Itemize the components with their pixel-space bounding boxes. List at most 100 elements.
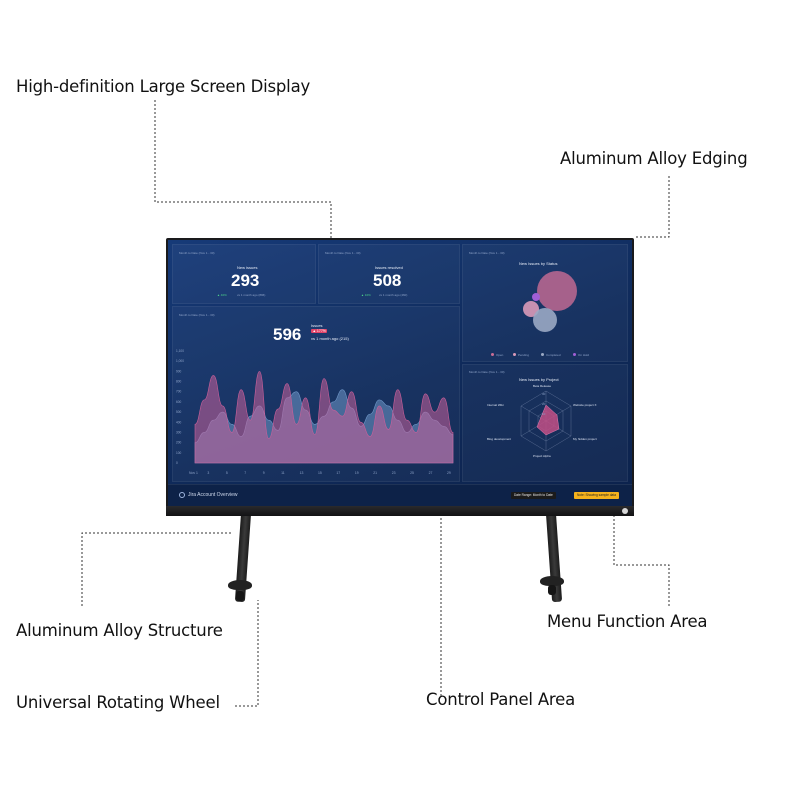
wheel-leader bbox=[235, 600, 259, 707]
issues-resolved-caption: Month to Date (Nov 1 - 30) bbox=[325, 251, 361, 255]
new-issues-delta: ▲ 40% bbox=[217, 293, 227, 297]
issues-delta: ▲ 177% bbox=[311, 329, 328, 333]
jira-logo-icon bbox=[179, 492, 185, 498]
status-bubbles bbox=[523, 271, 577, 332]
issues-chart-panel: Month to Date (Nov 1 - 30) 596 Issues ▲ … bbox=[172, 306, 460, 482]
legend-open-dot bbox=[491, 353, 494, 356]
project-radar bbox=[520, 390, 572, 452]
issues-area-chart: 1,100 1,000 900 800 700 600 500 400 300 200 100 0No… bbox=[176, 349, 454, 475]
new-issues-panel: Month to Date (Nov 1 - 30) New issues 29… bbox=[172, 244, 316, 304]
edging-leader bbox=[634, 176, 670, 238]
control-panel-bezel bbox=[166, 506, 634, 516]
x-tick-label: 21 bbox=[373, 471, 377, 475]
status-caption: Month to Date (Nov 1 - 30) bbox=[469, 251, 505, 255]
y-tick-label: 400 bbox=[176, 420, 182, 424]
radar-axis-alpha: Project Alpha bbox=[533, 454, 551, 458]
x-tick-label: 3 bbox=[207, 471, 209, 475]
y-tick-label: 1,000 bbox=[176, 359, 184, 363]
bubble-completed bbox=[533, 308, 557, 332]
new-issues-title: New issues bbox=[237, 265, 258, 270]
y-tick-label: 600 bbox=[176, 400, 182, 404]
screen: Month to Date (Nov 1 - 30) New issues 29… bbox=[168, 240, 632, 506]
issues-value: 596 bbox=[273, 325, 302, 344]
bubble-open bbox=[537, 271, 577, 311]
left-foot bbox=[228, 580, 252, 590]
new-issues-value: 293 bbox=[231, 271, 260, 290]
radar-series bbox=[536, 404, 560, 436]
bubble-on-hold bbox=[532, 293, 540, 301]
legend-completed-dot bbox=[541, 353, 544, 356]
control-callout: Control Panel Area bbox=[426, 690, 576, 709]
y-tick-label: 0 bbox=[176, 461, 178, 465]
wheel-callout: Universal Rotating Wheel bbox=[16, 693, 220, 712]
left-wheel-icon bbox=[236, 591, 244, 601]
x-tick-label: 9 bbox=[263, 471, 265, 475]
sample-data-badge: Note: Showing sample data bbox=[574, 492, 619, 499]
legend-on-hold-dot bbox=[573, 353, 576, 356]
y-tick-label: 100 bbox=[176, 451, 182, 455]
radar-axis-website: Website project X bbox=[573, 403, 597, 407]
tv-frame: Month to Date (Nov 1 - 30) New issues 29… bbox=[166, 238, 634, 516]
issues-resolved-value: 508 bbox=[373, 271, 402, 290]
y-tick-label: 1,100 bbox=[176, 349, 184, 353]
x-tick-label: Nov 1 bbox=[189, 471, 198, 475]
display-callout: High-definition Large Screen Display bbox=[16, 77, 311, 96]
radar-scale-30: 30 bbox=[542, 392, 546, 396]
issues-resolved-delta: ▲ 10% bbox=[361, 293, 371, 297]
menu-button[interactable] bbox=[622, 508, 628, 514]
project-title: New Issues by Project bbox=[519, 377, 559, 382]
radar-axis-hidden: My hidden project bbox=[573, 437, 597, 441]
legend-completed: Completed bbox=[546, 353, 561, 357]
legend-open: Open bbox=[496, 353, 504, 357]
issues-resolved-panel: Month to Date (Nov 1 - 30) Issues resolv… bbox=[318, 244, 460, 304]
area-series-0 bbox=[194, 371, 454, 464]
y-tick-label: 800 bbox=[176, 380, 182, 384]
date-range-button[interactable]: Date Range: Month to Date bbox=[511, 492, 556, 499]
new-issues-caption: Month to Date (Nov 1 - 30) bbox=[179, 251, 215, 255]
structure-leader bbox=[81, 532, 232, 606]
issues-compare: vs 1 month ago (215) bbox=[311, 336, 349, 341]
radar-axis-beta: Beta Release bbox=[533, 384, 552, 388]
right-wheel-icon bbox=[548, 585, 556, 595]
x-tick-label: 15 bbox=[318, 471, 322, 475]
status-panel: Month to Date (Nov 1 - 30) New Issues by… bbox=[462, 244, 628, 362]
y-tick-label: 900 bbox=[176, 369, 182, 373]
x-tick-label: 7 bbox=[244, 471, 246, 475]
issues-caption: Month to Date (Nov 1 - 30) bbox=[179, 313, 215, 317]
dashboard-footer: Jira Account Overview Date Range: Month … bbox=[168, 484, 632, 506]
bubble-pending bbox=[523, 301, 539, 317]
radar-axis-wiki: Internal Wiki bbox=[487, 403, 504, 407]
legend-pending-dot bbox=[513, 353, 516, 356]
x-tick-label: 27 bbox=[429, 471, 433, 475]
x-tick-label: 13 bbox=[300, 471, 304, 475]
legend-on-hold: On Hold bbox=[578, 353, 590, 357]
y-tick-label: 200 bbox=[176, 441, 182, 445]
structure-callout: Aluminum Alloy Structure bbox=[16, 621, 223, 640]
issues-resolved-title: Issues resolved bbox=[375, 265, 403, 270]
issues-resolved-compare: vs 1 month ago (460) bbox=[379, 293, 408, 297]
x-tick-label: 25 bbox=[410, 471, 414, 475]
display-leader bbox=[154, 100, 332, 240]
new-issues-compare: vs 1 month ago (896) bbox=[237, 293, 266, 297]
x-tick-label: 23 bbox=[392, 471, 396, 475]
x-tick-label: 29 bbox=[447, 471, 451, 475]
y-tick-label: 300 bbox=[176, 430, 182, 434]
legend-pending: Pending bbox=[518, 353, 530, 357]
y-tick-label: 500 bbox=[176, 410, 182, 414]
radar-axis-blog: Blog development bbox=[487, 437, 512, 441]
right-foot bbox=[540, 576, 564, 586]
x-tick-label: 19 bbox=[355, 471, 359, 475]
y-tick-label: 700 bbox=[176, 390, 182, 394]
x-tick-label: 5 bbox=[226, 471, 228, 475]
status-title: New Issues by Status bbox=[519, 261, 558, 266]
project-caption: Month to Date (Nov 1 - 30) bbox=[469, 370, 505, 374]
menu-callout: Menu Function Area bbox=[547, 612, 708, 631]
x-tick-label: 17 bbox=[336, 471, 340, 475]
project-panel: Month to Date (Nov 1 - 30) New Issues by… bbox=[462, 364, 628, 482]
dashboard-title: Jira Account Overview bbox=[188, 492, 238, 498]
radar-scale-20: 20 bbox=[542, 402, 546, 406]
edging-callout: Aluminum Alloy Edging bbox=[560, 149, 748, 168]
menu-leader bbox=[613, 514, 670, 606]
x-tick-label: 11 bbox=[281, 471, 285, 475]
